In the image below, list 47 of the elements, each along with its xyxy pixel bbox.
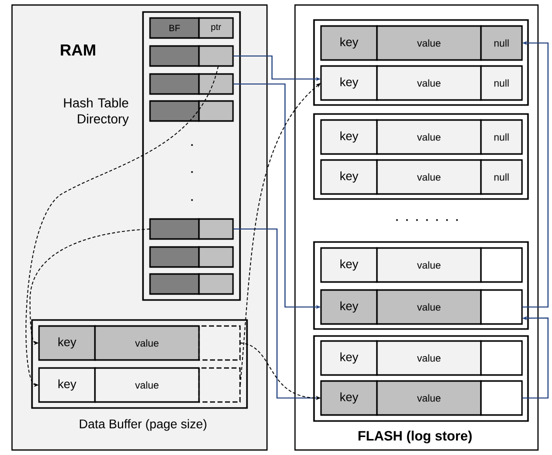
record-row — [320, 119, 523, 155]
field-label: value — [417, 79, 440, 87]
field-label: key — [340, 37, 358, 49]
record-row — [320, 340, 523, 376]
field-label: null — [494, 79, 509, 87]
field-label: null — [494, 173, 509, 181]
field-label: key — [340, 77, 358, 89]
field-label: value — [417, 394, 440, 402]
field-label: key — [340, 392, 358, 404]
directory-entry — [149, 246, 234, 268]
field-label: key — [340, 171, 358, 183]
field-label: key — [58, 379, 76, 391]
record-row — [38, 367, 241, 403]
field-label: BF — [170, 24, 180, 32]
record-row — [320, 380, 523, 416]
field-label: value — [417, 173, 440, 181]
field-label: value — [135, 381, 158, 389]
directory-entry — [149, 100, 234, 122]
directory-entry — [149, 273, 234, 295]
record-row — [320, 159, 523, 195]
table-label: Hash Table Directory — [64, 98, 129, 126]
field-label: null — [494, 39, 509, 47]
field-label: value — [417, 303, 440, 311]
field-label: key — [340, 352, 358, 364]
field-label: value — [135, 339, 158, 347]
record-row — [320, 289, 523, 325]
field-label: key — [340, 131, 358, 143]
record-row — [320, 65, 523, 101]
field-label: value — [417, 354, 440, 362]
panel-title: FLASH (log store) — [358, 430, 472, 444]
field-label: key — [340, 301, 358, 313]
record-row — [320, 247, 523, 283]
field-label: value — [417, 261, 440, 269]
field-label: key — [58, 337, 76, 349]
panel-title: RAM — [60, 44, 96, 56]
buffer-label: Data Buffer (page size) — [80, 419, 206, 431]
record-row — [320, 25, 523, 61]
record-row — [38, 325, 241, 361]
field-label: value — [417, 39, 440, 47]
directory-entry — [149, 218, 234, 240]
directory-entry — [149, 73, 234, 95]
field-label: value — [417, 133, 440, 141]
directory-entry — [149, 45, 234, 67]
directory-entry — [149, 17, 234, 39]
field-label: null — [494, 133, 509, 141]
field-label: ptr — [211, 24, 222, 32]
field-label: key — [340, 259, 358, 271]
